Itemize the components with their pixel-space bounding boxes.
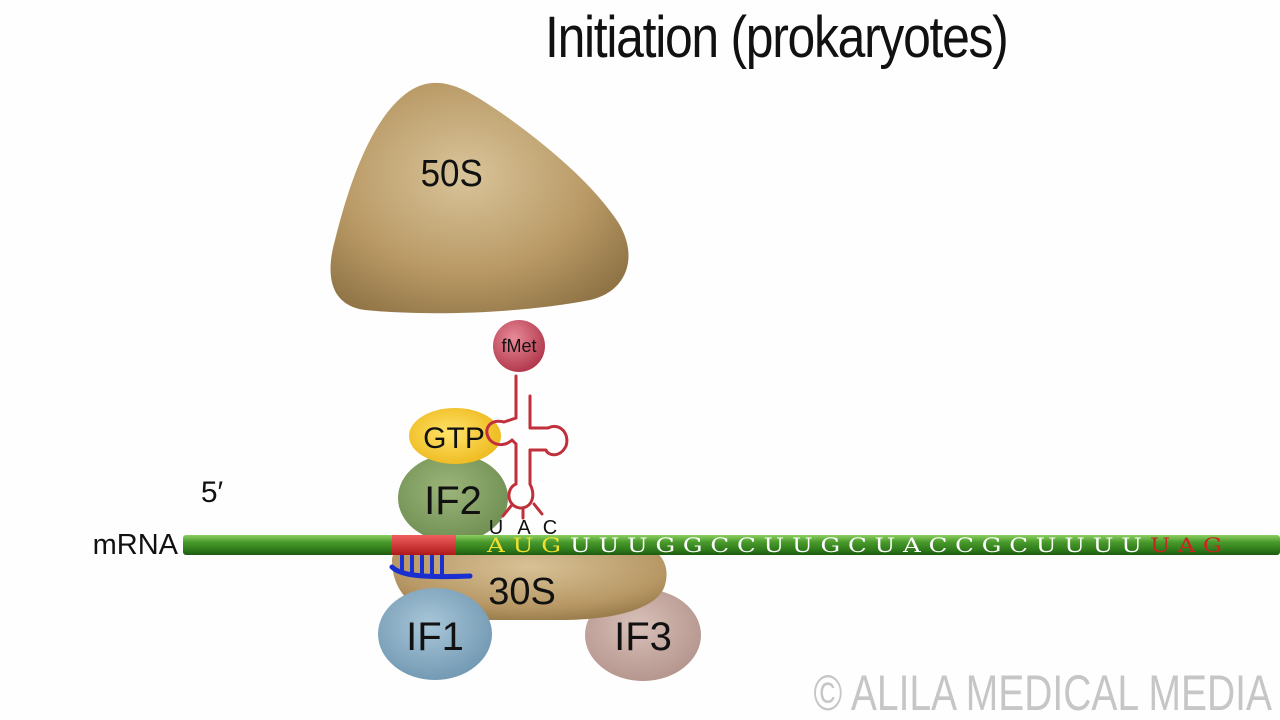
watermark: © ALILA MEDICAL MEDIA <box>813 664 1272 720</box>
initiator-trna <box>485 374 569 520</box>
shine-dalgarno-sequence <box>392 535 456 555</box>
if1-label: IF1 <box>406 615 464 659</box>
fmet-label: fMet <box>501 336 536 356</box>
gtp-molecule <box>409 408 501 464</box>
if3-label: IF3 <box>614 615 672 659</box>
ribosome-30s-label: 30S <box>488 571 556 613</box>
fmet-amino-acid <box>493 320 545 372</box>
anticodon-base-1: U <box>489 517 503 539</box>
stop-codon: U A G <box>1150 533 1222 557</box>
five-prime-label: 5′ <box>201 476 224 509</box>
mrna-strand <box>183 535 1280 555</box>
mrna-label: mRNA <box>93 529 179 561</box>
if2-label: IF2 <box>424 479 482 523</box>
coding-sequence: U U U G G C C U U G C U A C C G C U U U … <box>570 533 1142 557</box>
if1-factor <box>378 588 492 680</box>
ribosome-50s-label: 50S <box>421 152 483 195</box>
ribosome-50s-subunit <box>330 82 629 314</box>
page-title: Initiation (prokaryotes) <box>545 5 1009 70</box>
rrna-base-pairing <box>389 554 473 580</box>
if2-factor <box>398 454 508 542</box>
gtp-label: GTP <box>423 422 485 455</box>
start-codon: A U G <box>486 533 561 557</box>
anticodon-base-3: C <box>543 517 557 539</box>
anticodon-base-2: A <box>517 517 531 539</box>
